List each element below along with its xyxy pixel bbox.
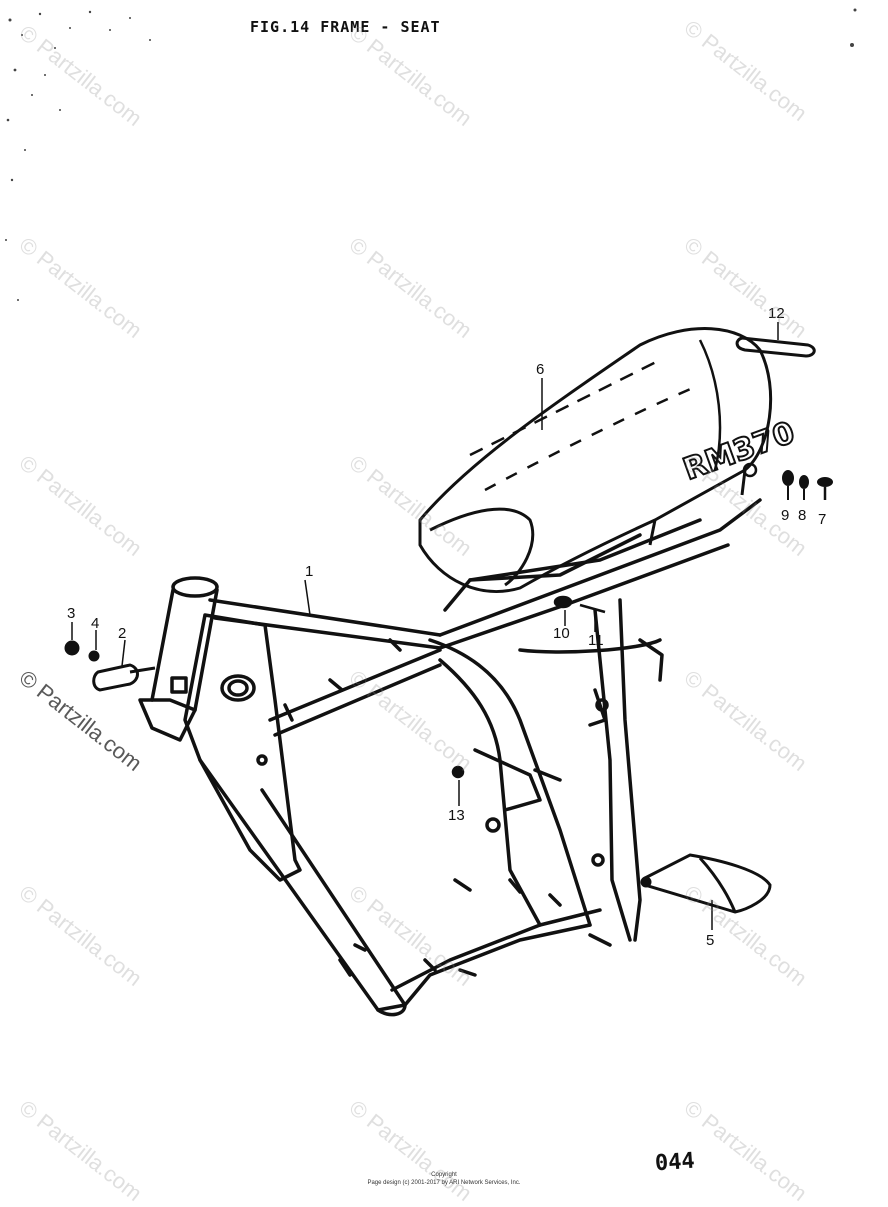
label-part-10: 10 [553, 625, 570, 642]
seat [418, 327, 773, 593]
label-part-1: 1 [305, 563, 313, 580]
copyright-line-1: Copyright [431, 1172, 457, 1178]
label-part-8: 8 [798, 507, 806, 524]
leader-lines [71, 322, 779, 930]
label-part-4: 4 [91, 615, 99, 632]
frame [138, 498, 762, 1017]
label-part-9: 9 [781, 507, 789, 524]
label-part-2: 2 [118, 625, 126, 642]
label-part-5: 5 [706, 932, 714, 949]
figure-title: FIG.14 FRAME - SEAT [250, 18, 441, 36]
part-labels: 1 2 3 4 5 6 7 8 9 10 11 12 13 [67, 305, 826, 949]
label-part-3: 3 [67, 605, 75, 622]
label-part-6: 6 [536, 361, 544, 378]
label-part-7: 7 [818, 511, 826, 528]
label-part-13: 13 [448, 807, 465, 824]
strap-part [735, 336, 816, 358]
guard-part [640, 853, 772, 914]
scan-speckle [5, 8, 857, 301]
copyright-line-2: Page design (c) 2001-2017 by ARI Network… [367, 1180, 521, 1186]
seat-hardware [742, 462, 833, 500]
label-part-11: 11 [588, 632, 604, 649]
label-part-12: 12 [768, 305, 785, 322]
steering-hardware [64, 640, 156, 692]
rear-hardware [451, 595, 606, 779]
